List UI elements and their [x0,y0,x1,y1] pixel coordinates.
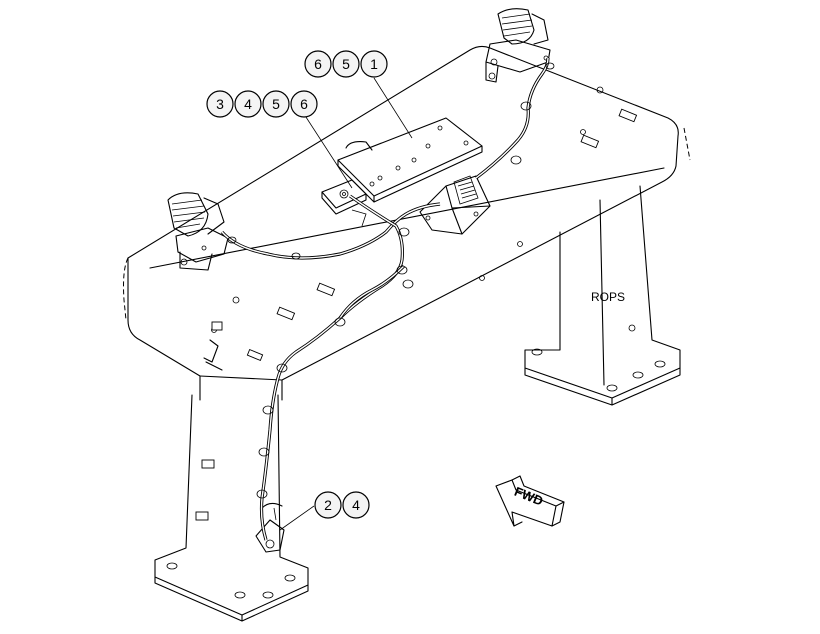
callout-number: 5 [342,56,350,72]
callout-group-top: 6 5 1 [304,50,388,78]
rops-label: ROPS [591,290,625,304]
front-left-lamp [167,192,229,271]
callout-number: 6 [300,96,308,112]
callout-circle [234,90,262,118]
callout-circle [360,50,388,78]
callout-number: 3 [216,96,224,112]
callout-circle [206,90,234,118]
callout-group-mid: 3 4 5 6 [206,90,318,118]
fwd-arrow: FWD [495,475,565,527]
rear-right-lamp [485,8,551,83]
mounting-plate [337,117,483,227]
callout-number: 4 [244,96,252,112]
leader-lines [279,77,413,531]
callout-circle [314,491,342,519]
rops-front-post [154,394,309,622]
relay-connector [321,179,367,215]
post-mounted-light [255,502,285,553]
center-work-light [419,175,491,235]
rops-rear-post [524,185,681,406]
callout-number: 2 [324,497,332,513]
callout-group-bottom: 2 4 [314,491,370,519]
callout-number: 1 [370,56,378,72]
callout-circle [290,90,318,118]
callout-circle [262,90,290,118]
rops-top-beam [123,45,691,401]
callout-number: 4 [352,497,360,513]
callout-number: 5 [272,96,280,112]
callout-circle [304,50,332,78]
wiring-harness [220,57,555,541]
callout-circle [342,491,370,519]
fwd-label: FWD [512,484,545,509]
callout-circle [332,50,360,78]
callout-number: 6 [314,56,322,72]
